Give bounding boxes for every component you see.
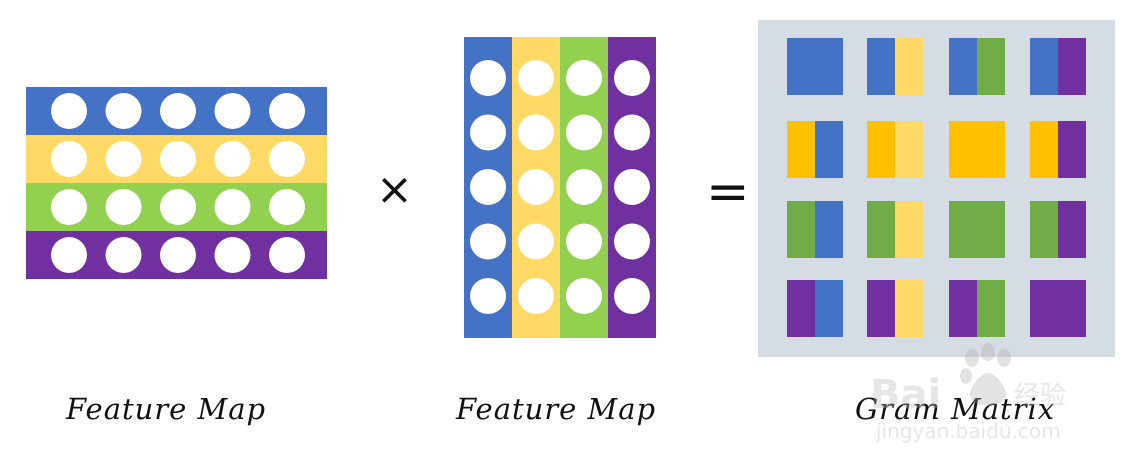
gram-cell-3-2-right	[977, 280, 1005, 337]
activation-circle	[105, 141, 142, 177]
activation-circle	[518, 114, 554, 151]
gram-cell-3-3	[1030, 280, 1086, 337]
activation-circle	[614, 223, 650, 260]
baidu-jingyan-watermark: Bai 经验 jingyan.baidu.com	[870, 343, 1066, 443]
activation-circle	[51, 93, 87, 129]
feature-map-label-right: Feature Map	[456, 392, 657, 426]
activation-circle	[105, 237, 142, 273]
activation-circle	[518, 278, 554, 314]
gram-cell-1-0-right	[815, 121, 843, 178]
equals-operator: =	[706, 162, 750, 222]
activation-circle	[51, 189, 87, 225]
activation-circle	[470, 169, 506, 205]
gram-cell-1-1-right	[895, 121, 923, 178]
gram-cell-1-2	[949, 121, 1005, 178]
gram-cell-1-3-left	[1030, 121, 1058, 178]
gram-cell-3-0-left	[787, 280, 815, 337]
activation-circle	[470, 223, 506, 260]
activation-circle	[470, 114, 506, 151]
activation-circle	[51, 141, 87, 177]
gram-cell-0-1-left	[867, 38, 895, 95]
activation-circle	[214, 141, 251, 177]
activation-circle	[518, 223, 554, 260]
activation-circle	[566, 60, 602, 96]
gram-cell-0-1-right	[895, 38, 923, 95]
activation-circle	[105, 189, 142, 225]
svg-text:Bai: Bai	[870, 372, 941, 418]
activation-circle	[566, 114, 602, 151]
gram-matrix	[758, 20, 1115, 357]
activation-circle	[160, 141, 196, 177]
gram-cell-3-0-right	[815, 280, 843, 337]
activation-circle	[214, 93, 251, 129]
activation-circle	[214, 189, 251, 225]
gram-cell-2-1-right	[895, 201, 923, 258]
activation-circle	[614, 114, 650, 151]
gram-cell-2-1-left	[867, 201, 895, 258]
activation-circle	[269, 93, 305, 129]
svg-text:经验: 经验	[1014, 381, 1066, 411]
gram-cell-0-3-left	[1030, 38, 1058, 95]
activation-circle	[470, 278, 506, 314]
activation-circle	[160, 237, 196, 273]
activation-circle	[269, 141, 305, 177]
activation-circle	[518, 169, 554, 205]
activation-circle	[160, 189, 196, 225]
gram-cell-2-0-right	[815, 201, 843, 258]
gram-cell-0-2-left	[949, 38, 977, 95]
feature-map-label-left: Feature Map	[66, 392, 267, 426]
activation-circle	[214, 237, 251, 273]
multiply-operator: ×	[376, 164, 413, 215]
gram-cell-1-3-right	[1058, 121, 1086, 178]
activation-circle	[614, 60, 650, 96]
activation-circle	[614, 278, 650, 314]
gram-cell-2-0-left	[787, 201, 815, 258]
gram-cell-0-0	[787, 38, 843, 95]
activation-circle	[51, 237, 87, 273]
activation-circle	[105, 93, 142, 129]
gram-cell-3-2-left	[949, 280, 977, 337]
activation-circle	[566, 223, 602, 260]
activation-circle	[518, 60, 554, 96]
activation-circle	[566, 278, 602, 314]
feature-map-vertical	[464, 37, 656, 338]
gram-cell-2-3-right	[1058, 201, 1086, 258]
gram-cell-2-2	[949, 201, 1005, 258]
activation-circle	[269, 237, 305, 273]
gram-cell-0-2-right	[977, 38, 1005, 95]
svg-text:jingyan.baidu.com: jingyan.baidu.com	[875, 419, 1061, 443]
gram-matrix-label: Gram Matrix	[855, 392, 1056, 426]
activation-circle	[160, 93, 196, 129]
gram-cell-1-1-left	[867, 121, 895, 178]
gram-cell-2-3-left	[1030, 201, 1058, 258]
gram-cell-1-0-left	[787, 121, 815, 178]
activation-circle	[470, 60, 506, 96]
activation-circle	[566, 169, 602, 205]
activation-circle	[614, 169, 650, 205]
feature-map-horizontal	[26, 87, 327, 279]
activation-circle	[269, 189, 305, 225]
gram-cell-3-1-right	[895, 280, 923, 337]
gram-cell-3-1-left	[867, 280, 895, 337]
gram-cell-0-3-right	[1058, 38, 1086, 95]
